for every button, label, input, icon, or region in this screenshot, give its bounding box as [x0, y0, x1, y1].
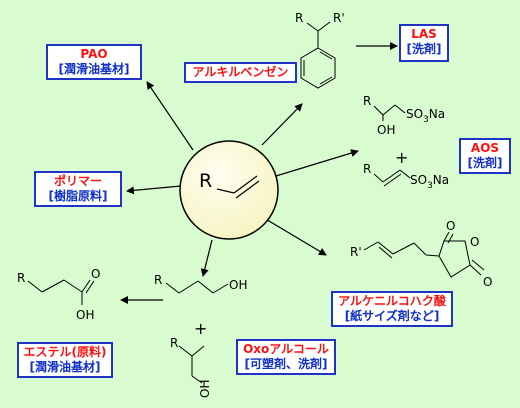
olefin-r-label: R [199, 170, 212, 192]
aos-box: AOS [洗剤] [459, 138, 511, 174]
arrow-to-aos [275, 149, 359, 177]
aos-label: AOS [470, 141, 500, 155]
olefin-structure [216, 175, 260, 199]
ester-use: [潤滑油基材] [29, 360, 101, 374]
oxo-label: Oxoアルコール [243, 342, 329, 356]
branched-alcohol-r: R [170, 336, 178, 350]
ester-label: エステル(原料) [23, 345, 107, 359]
aos1-r: R [363, 94, 371, 108]
linear-alcohol-oh: OH [229, 278, 247, 292]
oxo-box: Oxoアルコール [可塑剤、洗剤] [236, 339, 336, 375]
aos-hydroxy-structure [373, 104, 406, 121]
asa-use: [紙サイズ剤など] [344, 309, 440, 323]
acid-oh: OH [76, 308, 94, 322]
aos-alkene-structure [373, 169, 411, 187]
asa-r-prime: R' [350, 245, 362, 259]
pao-label: PAO [80, 47, 108, 61]
asa-box: アルケニルコハク酸 [紙サイズ剤など] [331, 291, 453, 327]
polymer-use: [樹脂原料] [48, 189, 108, 203]
pao-use: [潤滑油基材] [58, 62, 130, 76]
acid-structure [27, 279, 95, 305]
alkylbenzene-label: アルキルベンゼン [192, 65, 289, 79]
alkylbenzene-r-prime: R' [333, 11, 345, 25]
las-box: LAS [洗剤] [399, 24, 449, 62]
oxo-plus: + [194, 319, 207, 338]
asa-structure [363, 231, 485, 278]
aos-plus: + [395, 148, 408, 167]
arrow-to-alkylbenzene [261, 103, 303, 146]
aos1-oh: OH [377, 123, 395, 137]
arrow-to-pao [146, 81, 194, 151]
aos1-so3na: SO3Na [406, 107, 445, 125]
aos2-r: R [363, 162, 371, 176]
linear-alcohol-structure [165, 280, 229, 294]
olefin-circle [179, 140, 279, 240]
oxo-use: [可塑剤、洗剤] [244, 357, 328, 371]
aos2-so3na: SO3Na [410, 173, 449, 191]
alkylbenzene-r: R [295, 11, 303, 25]
asa-o-ring: O [470, 235, 479, 249]
arrow-to-asa [263, 217, 327, 256]
acid-o: O [91, 267, 100, 281]
asa-label: アルケニルコハク酸 [338, 294, 446, 308]
asa-o-bottom: O [483, 275, 492, 289]
arrow-to-polymer [126, 185, 182, 195]
branched-alcohol-structure [178, 345, 205, 384]
alkylbenzene-structure [300, 21, 336, 89]
branched-alcohol-oh: OH [198, 380, 212, 398]
ester-box: エステル(原料) [潤滑油基材] [17, 342, 113, 378]
alkylbenzene-box: アルキルベンゼン [184, 62, 297, 83]
polymer-label: ポリマー [53, 174, 102, 188]
polymer-box: ポリマー [樹脂原料] [34, 171, 122, 207]
asa-o-top: O [446, 219, 455, 233]
arrow-to-oxo [200, 239, 213, 277]
acid-r: R [17, 271, 25, 285]
aos-use: [洗剤] [467, 156, 503, 170]
linear-alcohol-r: R [154, 273, 162, 287]
pao-box: PAO [潤滑油基材] [46, 44, 142, 80]
las-use: [洗剤] [406, 42, 442, 56]
las-label: LAS [411, 27, 437, 41]
